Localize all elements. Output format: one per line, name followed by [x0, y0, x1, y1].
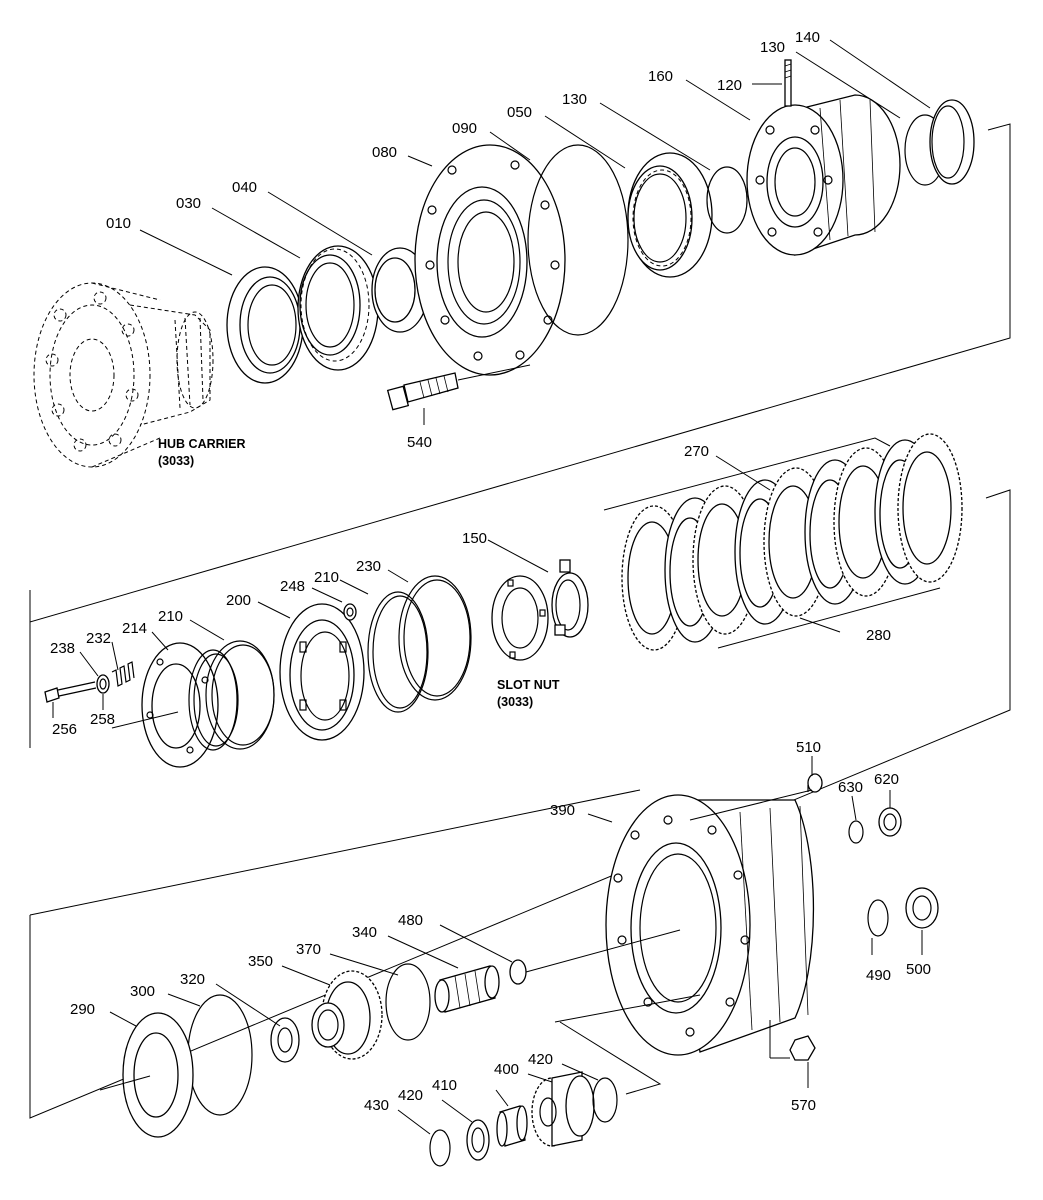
label-350: 350: [248, 953, 273, 970]
hub-carrier-caption-line1: HUB CARRIER: [158, 437, 246, 451]
part-420-washer-a: [466, 1119, 490, 1161]
part-230-ring-a: [367, 591, 429, 713]
label-570: 570: [791, 1097, 816, 1114]
part-214-plate: [141, 642, 219, 768]
label-256: 256: [52, 721, 77, 738]
label-480: 480: [398, 912, 423, 929]
part-150-lock-plate: [551, 559, 589, 638]
label-420-b: 420: [528, 1051, 553, 1068]
part-540-bolt: [386, 364, 531, 411]
label-238: 238: [50, 640, 75, 657]
part-620-plug: [878, 807, 902, 837]
part-410-needle-bearing: [496, 1105, 528, 1147]
part-030-bearing: [297, 245, 379, 371]
slot-nut: [491, 575, 549, 661]
part-disc-9: [897, 433, 963, 583]
label-160: 160: [648, 68, 673, 85]
leader-lines-section-2: [52, 455, 841, 729]
hub-carrier-caption-line2: (3033): [158, 454, 194, 468]
part-390-housing: [605, 794, 815, 1056]
part-350-gear: [311, 970, 383, 1060]
label-140: 140: [795, 29, 820, 46]
part-340-sun-shaft: [434, 965, 500, 1013]
leader-lines-section-3: [109, 756, 923, 1135]
part-210-ring-b: [205, 640, 275, 750]
part-400-planet-gear: [531, 1071, 595, 1147]
label-130-b: 130: [760, 39, 785, 56]
part-630-o-ring: [848, 820, 864, 844]
part-480-lock-plate: [509, 929, 681, 985]
hub-carrier: [33, 282, 214, 468]
part-500-plug: [905, 887, 939, 929]
label-320: 320: [180, 971, 205, 988]
label-214: 214: [122, 620, 147, 637]
label-420-a: 420: [398, 1087, 423, 1104]
section-2-frame: [29, 489, 1011, 1119]
label-340: 340: [352, 924, 377, 941]
part-120-pin: [784, 59, 792, 107]
part-230-ring-b: [398, 575, 472, 701]
label-040: 040: [232, 179, 257, 196]
part-490-o-ring: [867, 899, 889, 937]
label-248: 248: [280, 578, 305, 595]
part-570-nut: [769, 1020, 816, 1061]
label-500: 500: [906, 961, 931, 978]
part-320-washer: [270, 1017, 300, 1063]
label-230: 230: [356, 558, 381, 575]
label-620: 620: [874, 771, 899, 788]
part-430-ring: [429, 1129, 451, 1167]
label-080: 080: [372, 144, 397, 161]
part-370-ring: [385, 963, 431, 1041]
label-540: 540: [407, 434, 432, 451]
label-390: 390: [550, 802, 575, 819]
part-050-bearing: [627, 152, 713, 278]
planet-assembly-frame: [554, 994, 701, 1095]
leader-lines-section-1: [139, 39, 931, 425]
disc-stack-frame: [603, 437, 941, 649]
part-010-seal: [226, 266, 304, 384]
slot-nut-caption-line2: (3033): [497, 695, 533, 709]
section-3-frame: [29, 789, 641, 916]
label-370: 370: [296, 941, 321, 958]
label-090: 090: [452, 120, 477, 137]
part-130-ring-a: [706, 166, 748, 234]
part-290-cover: [99, 1012, 194, 1138]
label-258: 258: [90, 711, 115, 728]
label-210-b: 210: [314, 569, 339, 586]
part-232-spring: [111, 661, 135, 687]
label-050: 050: [507, 104, 532, 121]
label-130-a: 130: [562, 91, 587, 108]
label-290: 290: [70, 1001, 95, 1018]
part-080-hub: [414, 144, 566, 376]
part-420-washer-b: [592, 1077, 618, 1123]
part-248-plug: [343, 603, 357, 621]
slot-nut-caption-line1: SLOT NUT: [497, 678, 560, 692]
label-300: 300: [130, 983, 155, 1000]
label-120: 120: [717, 77, 742, 94]
label-400: 400: [494, 1061, 519, 1078]
label-232: 232: [86, 630, 111, 647]
label-510: 510: [796, 739, 821, 756]
part-510-plug: [689, 773, 823, 821]
part-210-ring-a: [188, 649, 239, 751]
part-200-piston: [279, 603, 365, 741]
label-630: 630: [838, 779, 863, 796]
label-030: 030: [176, 195, 201, 212]
part-300-ring: [187, 994, 253, 1116]
label-270: 270: [684, 443, 709, 460]
part-090-o-ring: [527, 144, 629, 336]
label-280: 280: [866, 627, 891, 644]
label-150: 150: [462, 530, 487, 547]
part-256-bolt: [44, 681, 97, 703]
label-410: 410: [432, 1077, 457, 1094]
label-200: 200: [226, 592, 251, 609]
label-210-a: 210: [158, 608, 183, 625]
label-010: 010: [106, 215, 131, 232]
label-490: 490: [866, 967, 891, 984]
part-140-ring: [929, 99, 975, 185]
part-160-carrier: [746, 94, 901, 256]
label-430: 430: [364, 1097, 389, 1114]
part-258-ring: [96, 674, 110, 694]
